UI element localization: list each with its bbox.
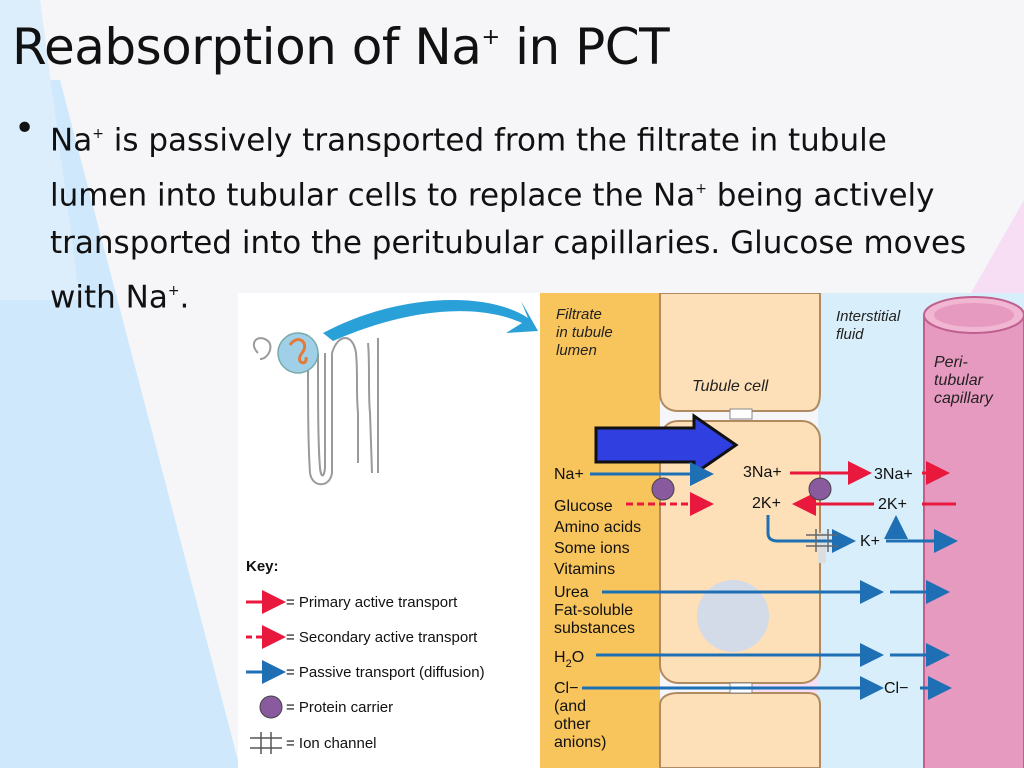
- interstitial-label: Interstitial: [836, 308, 901, 325]
- k-leak-arrow: [766, 515, 856, 553]
- capillary-label: capillary: [934, 390, 994, 407]
- amino-acids-label: Amino acids: [554, 519, 641, 536]
- key-ion-channel-icon: [250, 732, 282, 754]
- key-ion-channel-label: = Ion channel: [286, 735, 377, 752]
- protein-carrier: [651, 477, 675, 501]
- nephron-panel: [238, 293, 540, 768]
- anions-label: (and: [554, 698, 586, 715]
- h2o-label: H2O: [554, 649, 584, 670]
- lumen-label: Filtrate: [556, 306, 602, 323]
- interstitial-label: fluid: [836, 326, 864, 343]
- tubule-cell-bottom: [659, 692, 821, 768]
- pct-highlight-icon: [288, 338, 308, 365]
- key-passive-label: = Passive transport (diffusion): [286, 664, 485, 681]
- nucleus: [697, 580, 769, 652]
- capillary-lumen: [934, 303, 1014, 327]
- vitamins-label: Vitamins: [554, 561, 615, 578]
- urea-label: Urea: [554, 584, 589, 601]
- bullet-marker: •: [14, 108, 36, 149]
- key-carrier-icon: [259, 695, 283, 719]
- zoom-arrow-icon: [323, 299, 538, 341]
- anions-label: anions): [554, 734, 606, 751]
- substances-label: substances: [554, 620, 635, 637]
- tubule-cell-label: Tubule cell: [692, 378, 769, 395]
- key-secondary-label: = Secondary active transport: [286, 629, 478, 646]
- glucose-label: Glucose: [554, 498, 613, 515]
- key-primary-label: = Primary active transport: [286, 594, 458, 611]
- na-label: Na+: [554, 466, 584, 483]
- k2-cell-label: 2K+: [752, 495, 781, 512]
- na3-out-label: 3Na+: [874, 466, 913, 483]
- cl-label: Cl−: [554, 680, 578, 697]
- lumen-label: in tubule: [556, 324, 613, 341]
- highlight-arrow-icon: [594, 413, 739, 477]
- glomerulus-icon: [277, 332, 319, 374]
- key-heading: Key:: [246, 558, 279, 575]
- anions-label: other: [554, 716, 591, 733]
- na3-cell-label: 3Na+: [743, 464, 782, 481]
- na-k-pump-carrier: [808, 477, 832, 501]
- tubule-cell-top: [659, 293, 821, 412]
- cl-out-label: Cl−: [884, 680, 908, 697]
- bullet-text: Na+ is passively transported from the fi…: [50, 122, 967, 316]
- nephron-icon: [252, 337, 379, 486]
- k-out-label: K+: [860, 533, 880, 550]
- slide-title: Reabsorption of Na+ in PCT: [12, 18, 670, 76]
- capillary-label: Peri-: [934, 354, 968, 371]
- ion-channel-icon: [806, 529, 838, 552]
- key-carrier-label: = Protein carrier: [286, 699, 393, 716]
- tight-junction: [729, 408, 753, 420]
- basolateral-gap: [818, 533, 826, 563]
- pct-transport-diagram: Filtrate in tubule lumen Tubule cell Int…: [238, 293, 1024, 768]
- k2-out-label: 2K+: [878, 496, 907, 513]
- lumen-label: lumen: [556, 342, 597, 359]
- fat-soluble-label: Fat-soluble: [554, 602, 633, 619]
- capillary-label: tubular: [934, 372, 984, 389]
- some-ions-label: Some ions: [554, 540, 630, 557]
